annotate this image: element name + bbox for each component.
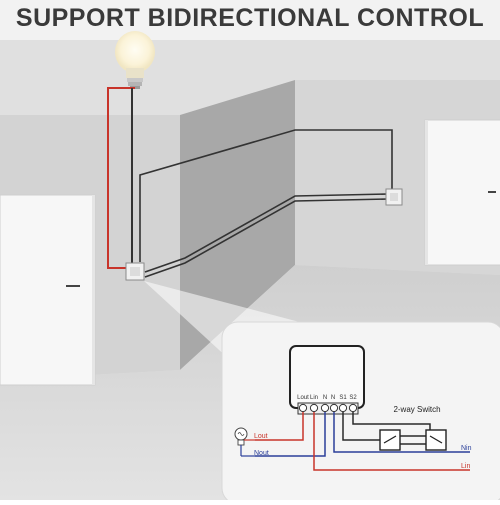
corridor-wall [180,80,295,370]
terminal-label-s1: S1 [339,395,347,401]
terminal-label-lin: Lin [310,395,318,401]
s1-wire [342,412,380,441]
lout-wire [255,412,304,441]
two-way-switch-label: 2-way Switch [393,405,440,414]
traveler-wire-2 [144,193,389,273]
terminal-screws [297,402,359,415]
two-way-switch-1 [379,429,401,451]
wall-switch-left-rocker [130,267,140,276]
terminal-label-lout: Lout [297,395,309,401]
wire-label-lin: Lin [461,463,470,470]
left-door [0,194,96,386]
right-door-frame [425,120,428,265]
terminal-label-n2: N [331,395,335,401]
page-title: SUPPORT BIDIRECTIONAL CONTROL [15,4,485,32]
s2-wire [352,412,431,432]
wall-switch-right-rocker [390,193,398,201]
nout-wire [255,412,326,457]
live-wire-to-bulb [107,87,135,269]
traveler-wire-3 [144,198,389,278]
terminal-label-n1: N [323,395,327,401]
nin-wire [333,412,470,453]
lin-wire [313,412,470,471]
traveler-wire-1 [139,129,393,262]
wire-label-nin: Nin [461,445,472,452]
wire-label-nout: Nout [254,450,269,457]
terminal-label-s2: S2 [349,395,357,401]
left-door-frame [92,195,95,385]
right-door [424,119,500,266]
wire-label-lout: Lout [254,433,268,440]
small-bulb-icon [234,427,255,457]
two-way-switch-2 [425,429,447,451]
